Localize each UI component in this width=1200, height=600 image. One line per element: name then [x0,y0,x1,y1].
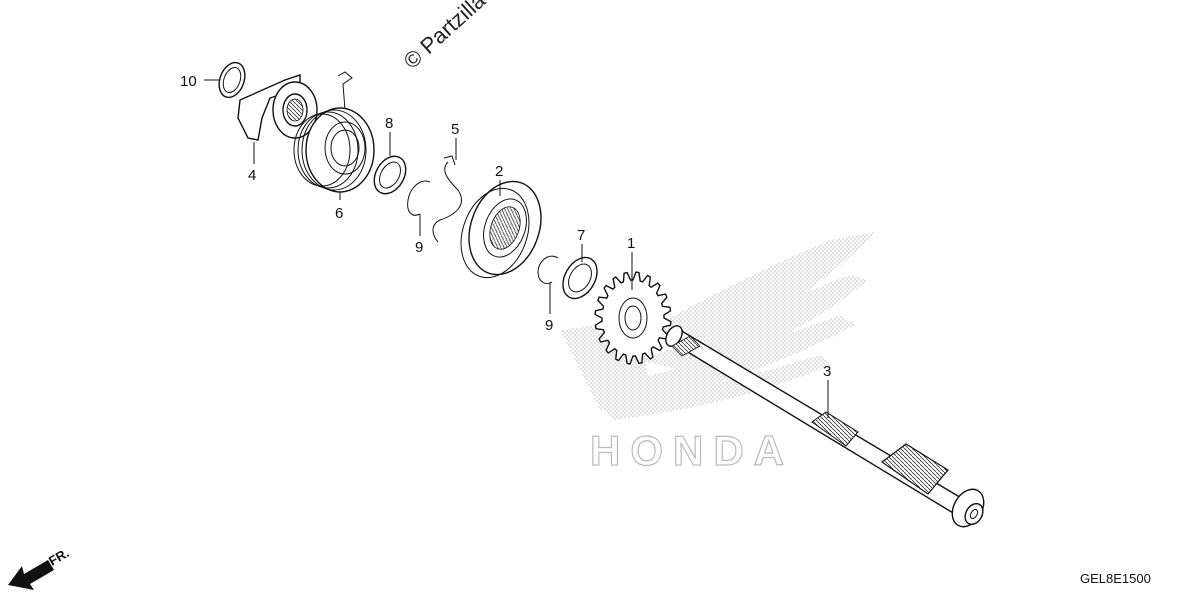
part-9-snap-ring-lower [537,255,559,285]
part-10-snap-ring [218,61,246,99]
part-7-washer [562,256,598,300]
callout-8: 8 [385,115,393,132]
callout-9-lower: 9 [545,317,553,334]
callout-7: 7 [577,227,585,244]
callout-10: 10 [180,73,197,90]
part-1-idle-gear [594,271,672,365]
diagram-code: GEL8E1500 [1080,571,1151,586]
callout-4: 4 [248,167,256,184]
part-6-kick-spring [293,71,375,193]
copyright-watermark: © Partzilla [399,0,491,74]
part-2-starter-ratchet [460,180,542,279]
callout-5: 5 [451,121,459,138]
honda-brand-watermark: HONDA [590,427,794,474]
part-5-ratchet-spring [432,155,463,243]
callout-3: 3 [823,363,831,380]
callout-6: 6 [335,205,343,222]
part-3-spindle [665,325,985,528]
front-arrow-icon [8,560,54,590]
callout-2: 2 [495,163,503,180]
part-9-snap-ring-upper [407,180,431,216]
part-8-washer [373,155,407,195]
part-4-ratchet-guide [237,74,318,141]
callout-9-upper: 9 [415,239,423,256]
callout-1: 1 [627,235,635,252]
leader-lines [204,79,829,418]
